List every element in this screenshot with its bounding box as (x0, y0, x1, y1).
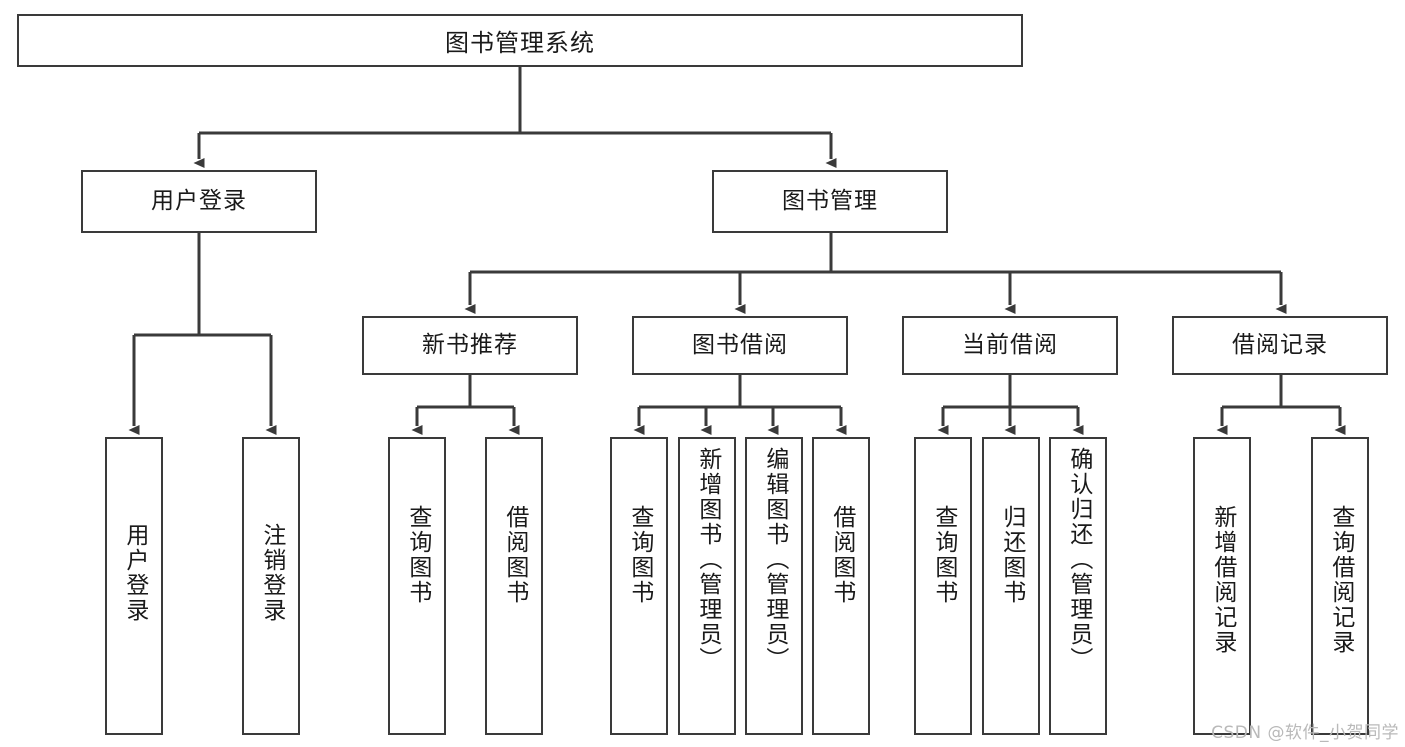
leaf-add-book-admin[interactable]: 新增图书（管理员） (678, 437, 736, 735)
node-label: 当前借阅 (962, 331, 1058, 358)
watermark-text: CSDN @软件_小贺同学 (1211, 723, 1399, 743)
leaf-return-book[interactable]: 归还图书 (982, 437, 1040, 735)
node-book-management[interactable]: 图书管理 (712, 170, 948, 233)
node-label: 编辑图书（管理员） (761, 447, 788, 672)
node-label: 图书管理系统 (445, 29, 595, 57)
leaf-borrow-book-new[interactable]: 借阅图书 (485, 437, 543, 735)
node-new-book-recommend[interactable]: 新书推荐 (362, 316, 578, 375)
node-label: 新书推荐 (422, 331, 518, 358)
node-label: 用户登录 (121, 523, 148, 623)
node-user-login[interactable]: 用户登录 (81, 170, 317, 233)
leaf-borrow-book[interactable]: 借阅图书 (812, 437, 870, 735)
leaf-add-borrow-record[interactable]: 新增借阅记录 (1193, 437, 1251, 735)
node-label: 图书借阅 (692, 331, 788, 358)
leaf-query-book-current[interactable]: 查询图书 (914, 437, 972, 735)
node-label: 归还图书 (998, 505, 1025, 605)
leaf-logout[interactable]: 注销登录 (242, 437, 300, 735)
node-root-system[interactable]: 图书管理系统 (17, 14, 1023, 67)
node-label: 借阅记录 (1232, 331, 1328, 358)
node-current-borrow[interactable]: 当前借阅 (902, 316, 1118, 375)
node-label: 查询借阅记录 (1327, 505, 1354, 655)
node-label: 查询图书 (930, 505, 957, 605)
node-label: 用户登录 (151, 187, 247, 214)
node-label: 注销登录 (258, 523, 285, 623)
node-label: 借阅图书 (828, 505, 855, 605)
leaf-query-borrow-record[interactable]: 查询借阅记录 (1311, 437, 1369, 735)
node-label: 查询图书 (626, 505, 653, 605)
node-label: 查询图书 (404, 505, 431, 605)
node-label: 借阅图书 (501, 505, 528, 605)
node-borrow-record[interactable]: 借阅记录 (1172, 316, 1388, 375)
leaf-edit-book-admin[interactable]: 编辑图书（管理员） (745, 437, 803, 735)
node-label: 新增图书（管理员） (694, 447, 721, 672)
node-label: 确认归还（管理员） (1065, 447, 1092, 672)
leaf-confirm-return-admin[interactable]: 确认归还（管理员） (1049, 437, 1107, 735)
node-label: 新增借阅记录 (1209, 505, 1236, 655)
leaf-query-book-borrow[interactable]: 查询图书 (610, 437, 668, 735)
leaf-query-book-new[interactable]: 查询图书 (388, 437, 446, 735)
leaf-user-login[interactable]: 用户登录 (105, 437, 163, 735)
node-label: 图书管理 (782, 187, 878, 214)
node-book-borrow[interactable]: 图书借阅 (632, 316, 848, 375)
